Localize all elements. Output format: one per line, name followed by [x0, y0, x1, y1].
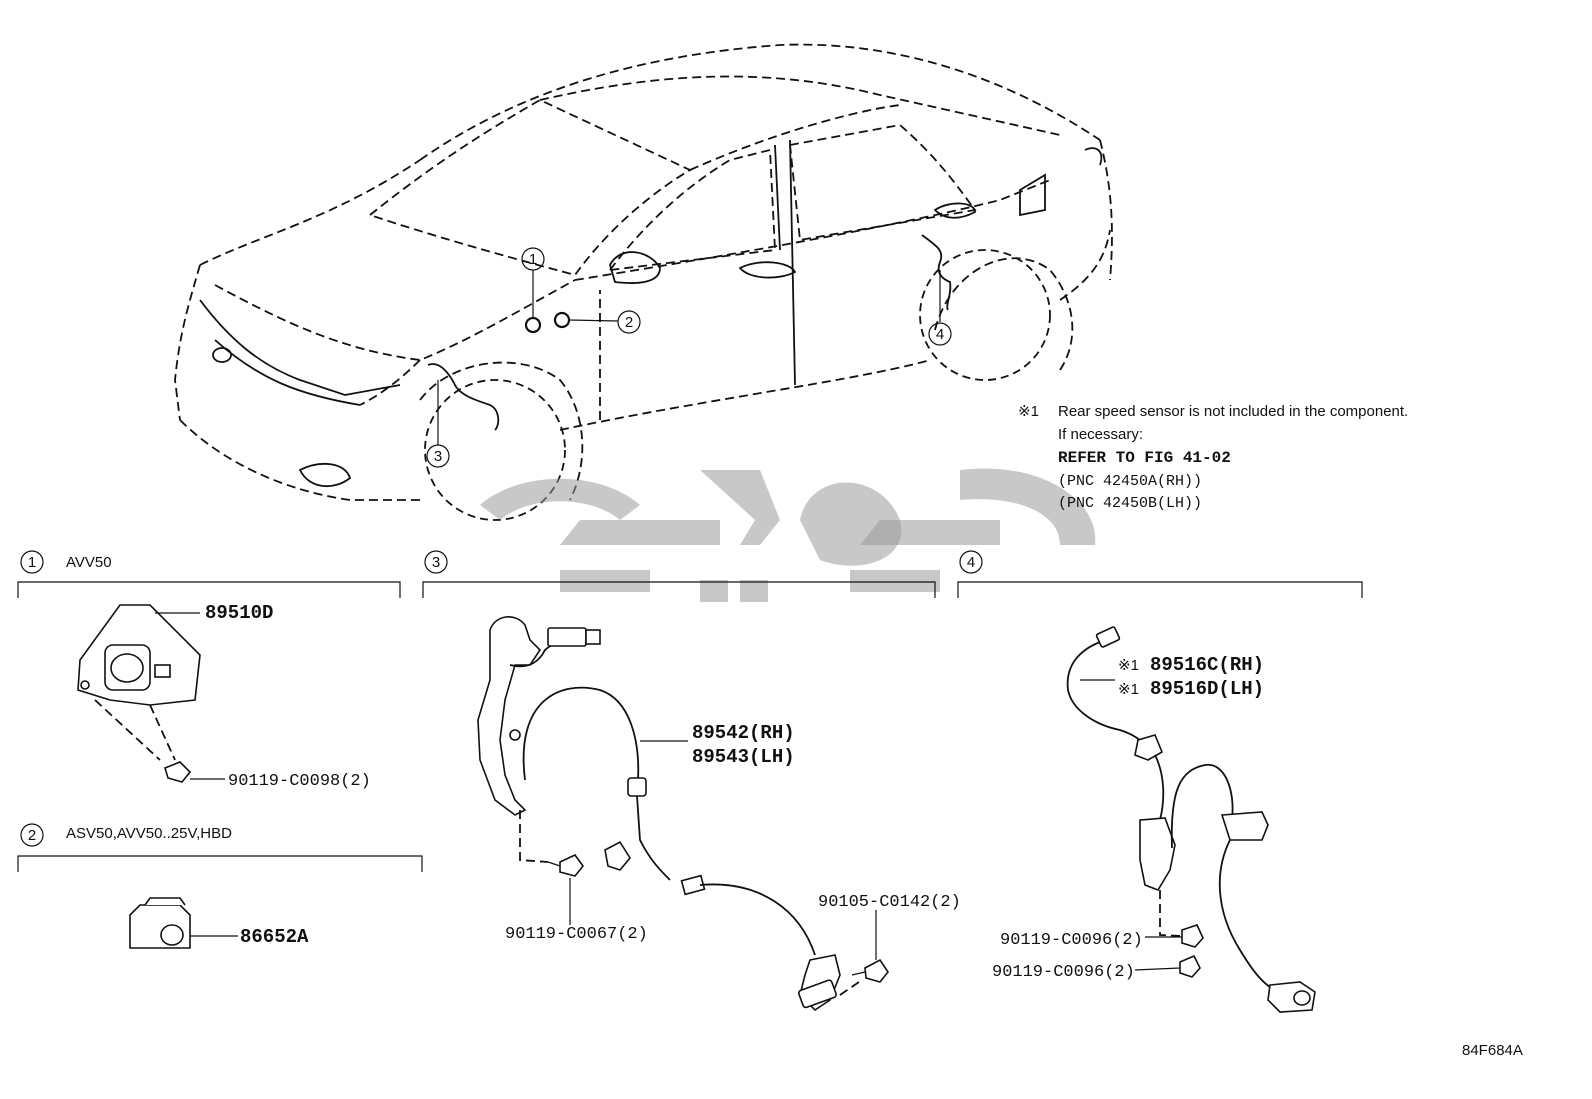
- section-1-header: 1 AVV50: [17, 550, 401, 598]
- svg-text:AVV50: AVV50: [66, 554, 112, 571]
- svg-text:4: 4: [967, 554, 975, 571]
- part-label-90105-c0142: 90105-C0142(2): [818, 893, 961, 912]
- svg-text:3: 3: [434, 448, 442, 465]
- front-speed-sensor-89542: [477, 616, 889, 1012]
- svg-text:If necessary:: If necessary:: [1058, 426, 1143, 443]
- sensor-marker-1: [524, 316, 542, 334]
- callout-1: 1: [521, 247, 545, 271]
- yaw-rate-sensor-89510d: [77, 604, 225, 783]
- section-2-header: 2 ASV50,AVV50..25V,HBD: [17, 823, 423, 872]
- sensor-marker-2: [553, 311, 571, 329]
- part-mark-89516c: ※1: [1118, 657, 1139, 674]
- callout-2: 2: [617, 310, 641, 334]
- part-label-89516c: 89516C(RH): [1150, 654, 1264, 676]
- part-label-89516d: 89516D(LH): [1150, 678, 1264, 700]
- car-illustration: [174, 43, 1113, 521]
- svg-text:2: 2: [28, 827, 36, 844]
- rear-speed-sensor-89516c: [1066, 626, 1316, 1013]
- svg-text:Rear speed sensor is not inclu: Rear speed sensor is not included in the…: [1058, 403, 1408, 420]
- svg-text:4: 4: [936, 326, 944, 343]
- callout-3: 3: [426, 444, 450, 468]
- svg-text:3: 3: [432, 554, 440, 571]
- svg-text:※1: ※1: [1018, 403, 1039, 420]
- section-4-header: 4: [957, 550, 1363, 598]
- part-label-89543: 89543(LH): [692, 746, 795, 768]
- watermark-logo: [480, 468, 1096, 602]
- figure-id: 84F684A: [1462, 1042, 1523, 1059]
- svg-text:2: 2: [625, 314, 633, 331]
- svg-text:1: 1: [529, 251, 537, 268]
- part-label-90119-c0096-b: 90119-C0096(2): [992, 963, 1135, 982]
- svg-text:(PNC 42450A(RH)): (PNC 42450A(RH)): [1058, 473, 1202, 490]
- svg-text:ASV50,AVV50..25V,HBD: ASV50,AVV50..25V,HBD: [66, 825, 232, 842]
- section-3-header: 3: [422, 550, 936, 598]
- sensor-86652a: [129, 897, 238, 949]
- part-label-89542: 89542(RH): [692, 722, 795, 744]
- part-label-89510d: 89510D: [205, 602, 273, 624]
- part-mark-89516d: ※1: [1118, 681, 1139, 698]
- callout-4: 4: [928, 322, 952, 346]
- svg-text:(PNC 42450B(LH)): (PNC 42450B(LH)): [1058, 495, 1202, 512]
- svg-text:1: 1: [28, 554, 36, 571]
- svg-text:REFER TO FIG 41-02: REFER TO FIG 41-02: [1058, 449, 1231, 467]
- note-block: ※1 Rear speed sensor is not included in …: [1018, 403, 1408, 512]
- part-label-86652a: 86652A: [240, 926, 309, 948]
- part-label-90119-c0098: 90119-C0098(2): [228, 772, 371, 791]
- part-label-90119-c0096-a: 90119-C0096(2): [1000, 931, 1143, 950]
- part-label-90119-c0067: 90119-C0067(2): [505, 925, 648, 944]
